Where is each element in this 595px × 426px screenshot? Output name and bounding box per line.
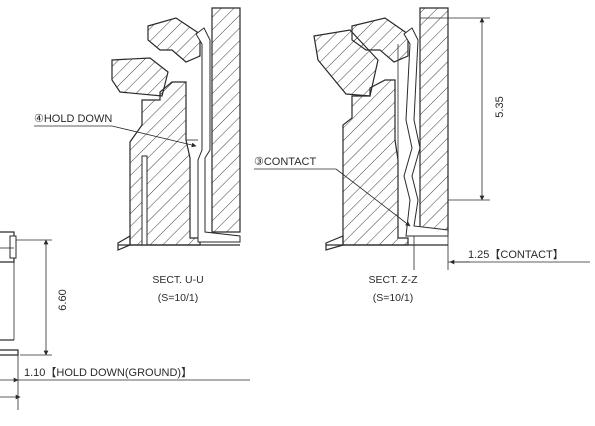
section-u-u (111, 7, 241, 251)
caption-u-u-scale: (S=10/1) (158, 292, 199, 304)
caption-z-z: SECT. Z-Z (S=10/1) (369, 274, 419, 304)
dimension-hold-down-offset: 1.10【HOLD DOWN(GROUND)】 (0, 355, 250, 410)
section-z-z (313, 7, 449, 251)
dimension-hold-down-offset-label: 1.10【HOLD DOWN(GROUND)】 (24, 366, 192, 379)
dimension-contact-offset-label: 1.25【CONTACT】 (468, 248, 564, 261)
caption-z-z-title: SECT. Z-Z (369, 274, 419, 286)
dimension-height-right-label: 5.35 (494, 96, 506, 117)
callout-contact-label: ③CONTACT (254, 156, 316, 168)
dimension-height-left: 6.60 (16, 239, 69, 356)
callout-contact: ③CONTACT (254, 156, 411, 227)
callout-hold-down: ④HOLD DOWN (34, 113, 197, 148)
caption-z-z-scale: (S=10/1) (373, 292, 414, 304)
dimension-contact-offset: 1.25【CONTACT】 (413, 236, 590, 270)
caption-u-u-title: SECT. U-U (152, 274, 203, 286)
dimension-height-left-label: 6.60 (57, 289, 69, 310)
dimension-height-right: 5.35 (420, 17, 506, 201)
caption-u-u: SECT. U-U (S=10/1) (152, 274, 203, 304)
callout-hold-down-label: ④HOLD DOWN (34, 113, 112, 125)
left-partial-view (0, 231, 19, 356)
